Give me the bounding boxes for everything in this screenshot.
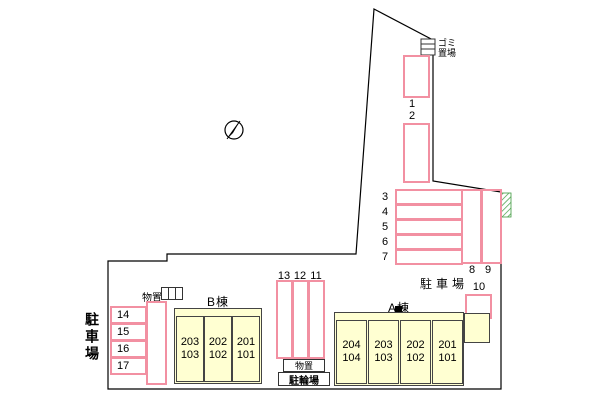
property-outline [107, 8, 502, 390]
unit-lower-number: 103 [180, 349, 200, 361]
storage-mid-box: 物置 [283, 359, 325, 372]
parking-number-16: 16 [117, 343, 130, 355]
unit-lower-number: 102 [208, 349, 228, 361]
locker-cell [169, 288, 176, 299]
unit-lower-number: 101 [438, 352, 457, 364]
storage-label-b: 物置 [142, 293, 162, 304]
locker-cell [162, 288, 169, 299]
unit-box-b-201-101: 201 101 [232, 316, 260, 382]
bicycle-parking-box: 駐輪場 [278, 372, 330, 387]
greenery-patch [500, 192, 512, 218]
unit-lower-number: 103 [374, 352, 393, 364]
parking-number-12: 12 [293, 270, 307, 282]
bicycle-parking-label: 駐輪場 [289, 375, 319, 387]
parking-number-9: 9 [484, 264, 492, 276]
parking-space-3 [395, 189, 463, 205]
unit-upper-number: 201 [438, 339, 457, 351]
parking-space-4 [395, 204, 463, 220]
unit-box-a-203-103: 203 103 [368, 320, 399, 384]
unit-lower-number: 101 [236, 349, 256, 361]
parking-number-8: 8 [468, 264, 476, 276]
parking-space-11 [308, 280, 325, 359]
parking-number-7: 7 [381, 251, 389, 263]
unit-lower-number: 104 [342, 352, 361, 364]
parking-number-14: 14 [117, 309, 130, 321]
storage-mid-label: 物置 [294, 361, 313, 371]
parking-space-7 [395, 249, 463, 265]
unit-box-a-201-101: 201 101 [432, 320, 463, 384]
unit-upper-number: 202 [208, 336, 228, 348]
parking-number-1: 1 [408, 98, 416, 110]
unit-box-a-204-104: 204 104 [336, 320, 367, 384]
unit-box-a-202-102: 202 102 [400, 320, 431, 384]
parking-space-1 [403, 55, 430, 98]
parking-space-6 [395, 234, 463, 250]
unit-upper-number: 204 [342, 339, 361, 351]
storage-lockers-box [161, 287, 183, 300]
unit-lower-number: 102 [406, 352, 425, 364]
parking-number-11: 11 [310, 270, 322, 282]
parking-number-17: 17 [117, 360, 130, 372]
storage-strip [146, 301, 167, 385]
parking-space-9 [481, 189, 502, 264]
parking-number-3: 3 [381, 191, 389, 203]
parking-lot-label-left: 駐車場 [84, 312, 100, 363]
parking-number-15: 15 [117, 326, 130, 338]
unit-box-b-203-103: 203 103 [176, 316, 204, 382]
parking-lot-label-right: 駐車場 [420, 277, 469, 291]
garbage-station-label: ゴミ置場 [438, 38, 457, 58]
compass-north-arrow [224, 120, 244, 140]
parking-space-12 [292, 280, 309, 359]
parking-number-5: 5 [381, 221, 389, 233]
parking-number-13: 13 [277, 270, 291, 282]
parking-space-13 [276, 280, 293, 359]
annex-storage-box [464, 313, 490, 343]
parking-number-6: 6 [381, 236, 389, 248]
parking-space-5 [395, 219, 463, 235]
parking-number-10: 10 [472, 281, 486, 293]
unit-upper-number: 202 [406, 339, 425, 351]
parking-space-2 [403, 123, 430, 183]
unit-upper-number: 201 [236, 336, 256, 348]
parking-number-2: 2 [408, 110, 416, 122]
garbage-station-box [420, 38, 436, 56]
unit-upper-number: 203 [180, 336, 200, 348]
unit-upper-number: 203 [374, 339, 393, 351]
parking-space-8 [461, 189, 482, 264]
building-a-entrance-marker [395, 306, 402, 312]
parking-number-4: 4 [381, 206, 389, 218]
building-b-label: B棟 [206, 295, 229, 309]
unit-box-b-202-102: 202 102 [204, 316, 232, 382]
